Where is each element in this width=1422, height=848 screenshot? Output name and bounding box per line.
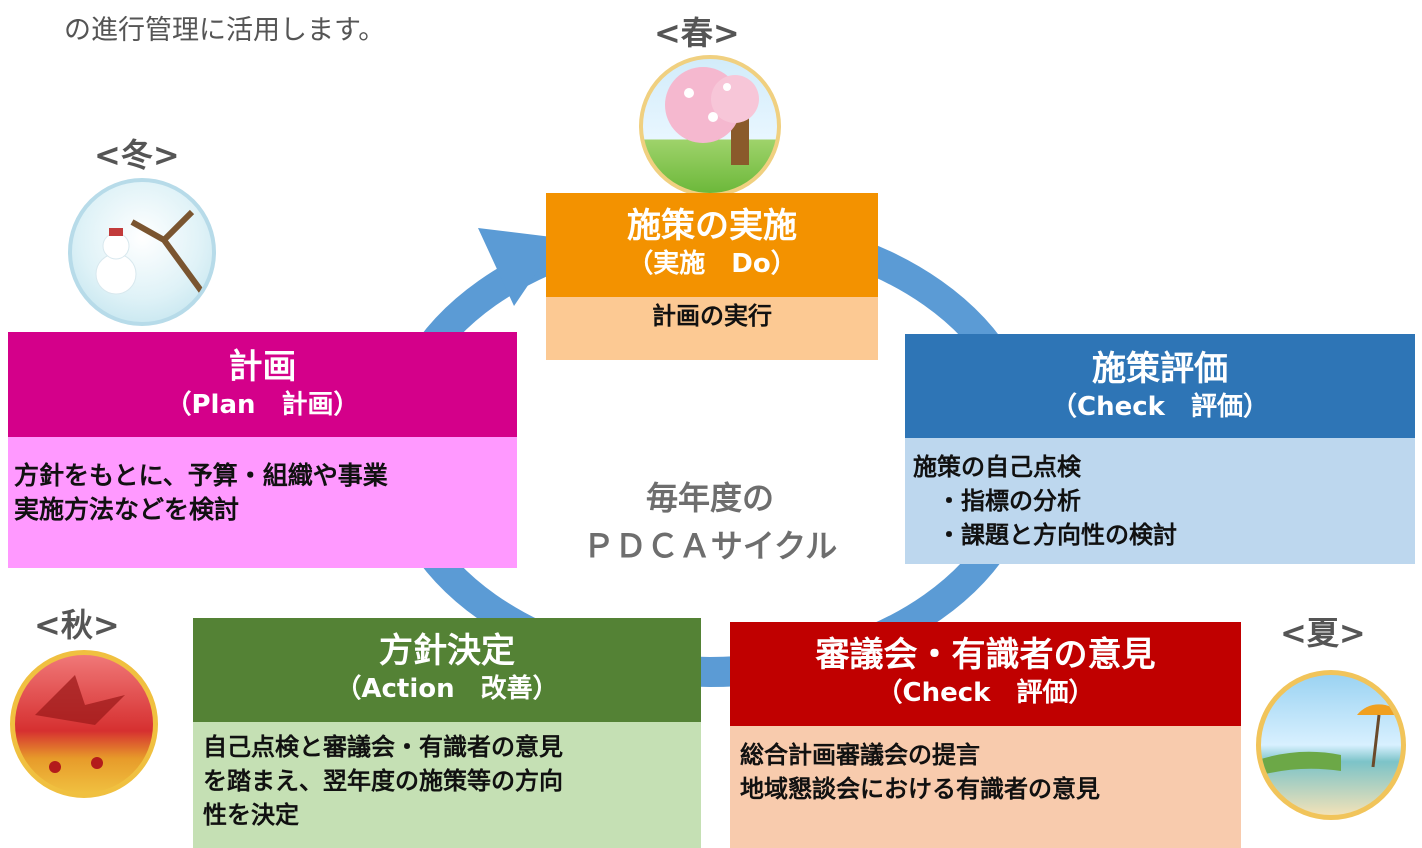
council-box: 審議会・有識者の意見 （Check 評価） 総合計画審議会の提言 地域懇談会にお… xyxy=(730,622,1241,848)
plan-box-title: 計画 xyxy=(228,347,297,387)
season-label-spring: <春> xyxy=(654,14,740,52)
plan-box-body: 方針をもとに、予算・組織や事業 実施方法などを検討 xyxy=(8,437,517,568)
do-box-body: 計画の実行 xyxy=(546,297,878,360)
action-box-title: 方針決定 xyxy=(379,631,515,671)
plan-box-body-line: 実施方法などを検討 xyxy=(14,495,240,524)
check-box-header: 施策評価 （Check 評価） xyxy=(905,334,1415,438)
council-box-title: 審議会・有識者の意見 xyxy=(815,635,1156,675)
check-box-title: 施策評価 xyxy=(1092,349,1228,389)
council-box-body-line: 地域懇談会における有識者の意見 xyxy=(740,775,1100,803)
beach-umbrella-icon xyxy=(1256,670,1406,820)
action-box-header: 方針決定 （Action 改善） xyxy=(193,618,701,722)
season-label-autumn: <秋> xyxy=(34,606,120,644)
do-box-header: 施策の実施 （実施 Do） xyxy=(546,193,878,297)
check-box-body: 施策の自己点検 ・指標の分析 ・課題と方向性の検討 xyxy=(905,438,1415,564)
do-box-subtitle: （実施 Do） xyxy=(627,249,797,279)
cherry-blossom-tree-icon xyxy=(639,55,781,197)
action-box-body: 自己点検と審議会・有識者の意見 を踏まえ、翌年度の施策等の方向 性を決定 xyxy=(193,722,701,848)
cycle-arrowhead-top xyxy=(478,228,560,306)
check-box-body-line: ・指標の分析 xyxy=(913,487,1081,515)
do-box-body-line: 計画の実行 xyxy=(652,302,772,330)
center-line2: ＰＤＣＡサイクル xyxy=(582,527,838,565)
plan-box: 計画 （Plan 計画） 方針をもとに、予算・組織や事業 実施方法などを検討 xyxy=(8,332,517,568)
check-box-body-line: 施策の自己点検 xyxy=(913,453,1081,481)
action-box-body-line: を踏まえ、翌年度の施策等の方向 xyxy=(203,767,563,795)
council-box-body: 総合計画審議会の提言 地域懇談会における有識者の意見 xyxy=(730,726,1241,848)
intro-text: の進行管理に活用します。 xyxy=(64,15,386,46)
plan-box-header: 計画 （Plan 計画） xyxy=(8,332,517,437)
snowman-icon xyxy=(68,178,216,326)
action-box-body-line: 自己点検と審議会・有識者の意見 xyxy=(203,733,563,761)
season-label-winter: <冬> xyxy=(94,136,180,174)
check-box: 施策評価 （Check 評価） 施策の自己点検 ・指標の分析 ・課題と方向性の検… xyxy=(905,334,1415,564)
do-box-title: 施策の実施 xyxy=(627,206,797,246)
maple-leaves-icon xyxy=(10,650,158,798)
plan-box-body-line: 方針をもとに、予算・組織や事業 xyxy=(14,461,388,490)
council-box-body-line: 総合計画審議会の提言 xyxy=(740,741,980,769)
center-line1: 毎年度の xyxy=(645,479,774,517)
council-box-header: 審議会・有識者の意見 （Check 評価） xyxy=(730,622,1241,726)
check-box-subtitle: （Check 評価） xyxy=(1051,392,1269,422)
do-box: 施策の実施 （実施 Do） 計画の実行 xyxy=(546,193,878,360)
action-box-subtitle: （Action 改善） xyxy=(335,674,559,704)
council-box-subtitle: （Check 評価） xyxy=(876,678,1095,708)
action-box-body-line: 性を決定 xyxy=(203,801,299,829)
check-box-body-line: ・課題と方向性の検討 xyxy=(913,521,1177,549)
plan-box-subtitle: （Plan 計画） xyxy=(165,390,360,420)
season-label-summer: <夏> xyxy=(1280,614,1366,652)
action-box: 方針決定 （Action 改善） 自己点検と審議会・有識者の意見 を踏まえ、翌年… xyxy=(193,618,701,848)
cycle-center-label: 毎年度の ＰＤＣＡサイクル xyxy=(520,474,900,570)
